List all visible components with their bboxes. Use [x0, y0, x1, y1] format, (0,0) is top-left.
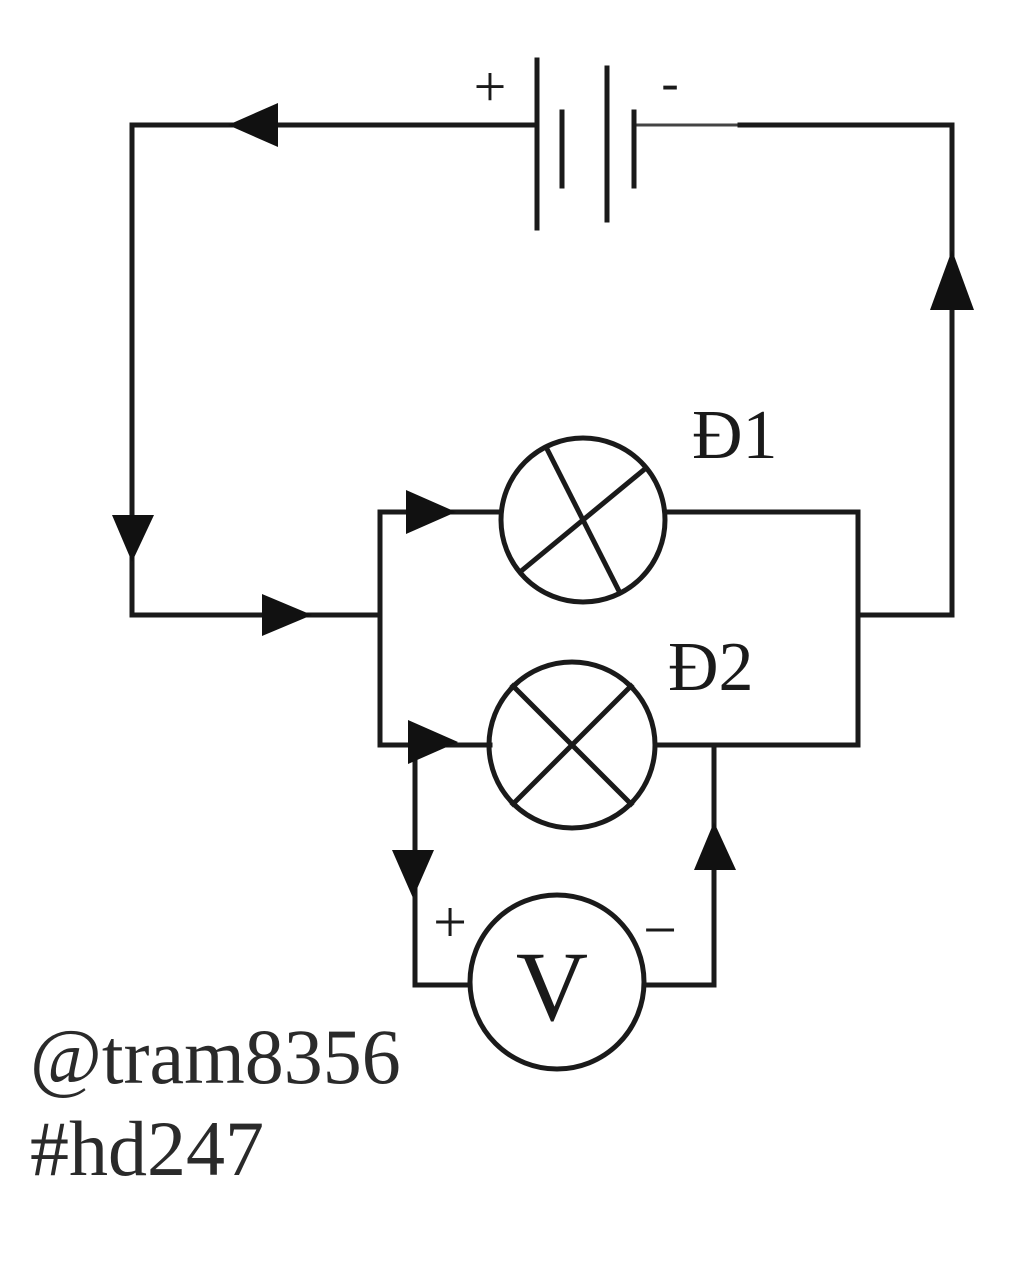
arrow-lamp2-right-icon: [408, 720, 458, 764]
lamp-d2-label: Đ2: [668, 629, 754, 706]
arrow-lamp1-right-icon: [406, 490, 456, 534]
arrow-left-down-icon: [112, 515, 154, 562]
arrow-voltmeter-down-icon: [392, 850, 434, 898]
arrow-bottom-right-icon: [262, 594, 312, 636]
lamp-d1-label: Đ1: [692, 397, 778, 474]
right-wire: [737, 122, 955, 618]
lamp-d1-bulb: [498, 435, 668, 605]
voltmeter-symbol: V: [516, 931, 588, 1042]
author-credit: @tram8356: [30, 1013, 401, 1100]
lamp-d2-bulb: [486, 659, 658, 831]
parallel-branches: [377, 509, 861, 748]
current-arrows: [112, 103, 974, 898]
battery-minus-label: -: [661, 55, 678, 112]
lamp-d2: Đ2: [486, 629, 754, 831]
voltmeter-plus-label: +: [433, 889, 467, 955]
lamp-d2-cross-b: [509, 682, 635, 808]
lamp-d1: Đ1: [498, 397, 778, 605]
battery-plus-label: +: [474, 54, 507, 119]
battery: + -: [474, 54, 679, 231]
voltmeter-left-wire: [412, 742, 473, 988]
arrow-top-left-icon: [228, 103, 278, 147]
main-wires: [129, 122, 955, 618]
voltmeter-body: [467, 892, 647, 1072]
arrow-right-up-icon: [930, 250, 974, 310]
tag-credit: #hd247: [30, 1105, 264, 1192]
arrow-voltmeter-up-icon: [694, 822, 736, 870]
left-node-wire: [377, 509, 503, 748]
lamp-d1-cross-b: [516, 464, 650, 576]
left-wire: [129, 122, 383, 618]
voltmeter: V + −: [433, 889, 677, 1072]
voltmeter-minus-label: −: [643, 897, 677, 963]
